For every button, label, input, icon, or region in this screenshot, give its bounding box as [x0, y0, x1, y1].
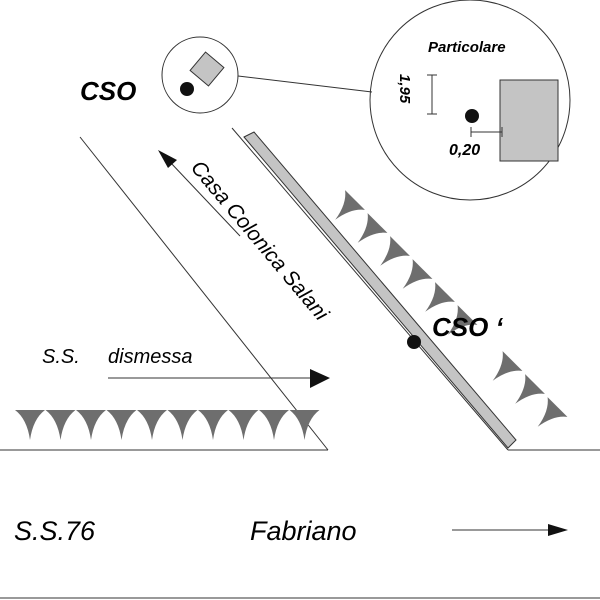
- tooth: [76, 410, 106, 440]
- dismessa-arrow-head: [310, 369, 330, 388]
- tooth: [228, 410, 259, 440]
- tooth: [259, 410, 289, 440]
- detail-manhole: [499, 79, 559, 162]
- dismessa-label: dismessa: [108, 346, 192, 368]
- tooth: [167, 410, 198, 440]
- casa-colonica-label: Casa Colonica Salani: [186, 156, 334, 326]
- tooth: [357, 213, 388, 243]
- fabriano-arrow-head: [548, 524, 568, 536]
- tooth: [335, 190, 365, 220]
- tooth: [515, 374, 545, 404]
- tooth: [447, 305, 478, 335]
- cso-label: CSO: [80, 76, 136, 106]
- cso-point[interactable]: [180, 82, 194, 96]
- manhole-square: [189, 51, 225, 87]
- embankment-teeth-left: [15, 410, 320, 440]
- tooth: [45, 410, 76, 440]
- cso-prime-point[interactable]: [407, 335, 421, 349]
- casa-arrow-line: [169, 161, 241, 237]
- tooth: [15, 410, 45, 440]
- cso-prime-label: CSO ‘: [432, 312, 504, 342]
- tooth: [137, 410, 167, 440]
- ss-prefix-label: S.S.: [42, 346, 80, 368]
- wall-line: [231, 127, 509, 451]
- detail-title: Particolare: [428, 39, 506, 56]
- dim-horizontal-label: 0,20: [449, 142, 480, 159]
- tooth: [380, 236, 410, 266]
- casa-arrow-head: [158, 150, 177, 168]
- ss76-label: S.S.76: [14, 516, 96, 546]
- tooth: [537, 397, 568, 427]
- tooth: [106, 410, 137, 440]
- callout-circle-detail: [369, 0, 571, 201]
- old-road-left-edge: [79, 136, 329, 451]
- embankment-teeth-right: [335, 190, 568, 427]
- callout-circle-small: [161, 36, 239, 114]
- tooth: [402, 259, 433, 289]
- tooth: [289, 410, 320, 440]
- tooth: [198, 410, 228, 440]
- wall-strip: [243, 131, 517, 449]
- tooth: [425, 282, 455, 312]
- dim-vertical-label: 1,95: [396, 74, 413, 104]
- tooth: [492, 351, 523, 381]
- detail-point: [465, 109, 479, 123]
- fabriano-label: Fabriano: [250, 516, 357, 546]
- callout-connector: [237, 75, 373, 93]
